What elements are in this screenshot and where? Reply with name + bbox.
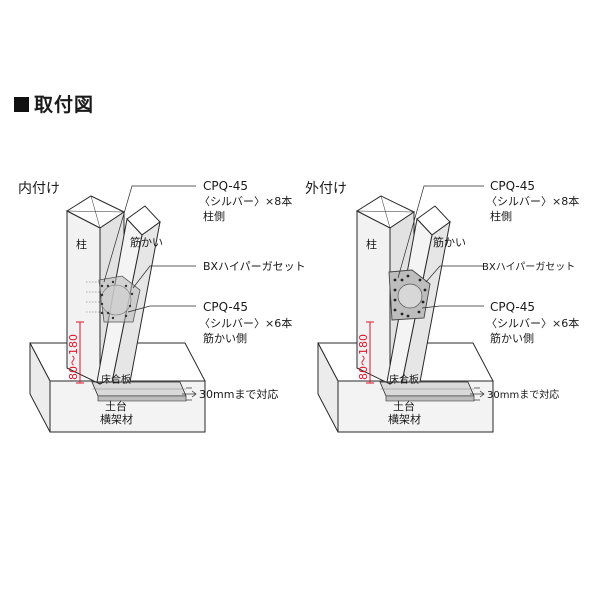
screw-top-spec: 〈シルバー〉×8本 bbox=[486, 194, 579, 208]
screw-bottom-side: 筋かい側 bbox=[490, 331, 534, 345]
page-title-text: 取付図 bbox=[34, 94, 95, 116]
inner-mount-heading: 内付け bbox=[18, 181, 60, 197]
gusset-plate bbox=[86, 275, 141, 323]
diagram-inner-mount: 内付け bbox=[18, 179, 306, 433]
sill-label-2: 横架材 bbox=[100, 412, 133, 426]
clearance-label: 30mmまで対応 bbox=[487, 388, 559, 401]
post-label: 柱 bbox=[366, 237, 377, 251]
screw-bottom-side: 筋かい側 bbox=[203, 331, 247, 345]
outer-mount-heading: 外付け bbox=[305, 181, 347, 197]
dimension-marker: 80～180 bbox=[357, 321, 374, 384]
sill-label-2: 横架材 bbox=[388, 412, 421, 426]
sill-label-1: 土台 bbox=[105, 399, 127, 413]
page-title: 取付図 bbox=[14, 90, 94, 117]
dimension-label: 80～180 bbox=[357, 334, 370, 380]
gusset-label: BXハイパーガセット bbox=[203, 260, 306, 273]
screw-top-spec: 〈シルバー〉×8本 bbox=[199, 194, 292, 208]
post-label: 柱 bbox=[76, 237, 87, 251]
dimension-marker: 80～180 bbox=[67, 321, 84, 384]
floor-label: 床合板 bbox=[101, 373, 131, 386]
screw-top-side: 柱側 bbox=[490, 209, 512, 223]
screw-bottom-spec: 〈シルバー〉×6本 bbox=[486, 316, 579, 330]
screw-bottom-spec: 〈シルバー〉×6本 bbox=[199, 316, 292, 330]
brace-label: 筋かい bbox=[130, 235, 163, 249]
gusset-label: BXハイパーガセット bbox=[482, 261, 575, 273]
brace-label: 筋かい bbox=[433, 235, 466, 249]
title-square-icon bbox=[14, 97, 29, 112]
dimension-label: 80～180 bbox=[67, 334, 80, 380]
screw-top-model: CPQ-45 bbox=[490, 179, 535, 193]
screw-bottom-model: CPQ-45 bbox=[490, 300, 535, 314]
clearance-label: 30mmまで対応 bbox=[199, 387, 278, 401]
screw-bottom-model: CPQ-45 bbox=[203, 300, 248, 314]
screw-top-model: CPQ-45 bbox=[203, 179, 248, 193]
gusset-plate bbox=[388, 269, 431, 321]
sill-label-1: 土台 bbox=[393, 399, 415, 413]
screw-top-side: 柱側 bbox=[203, 209, 225, 223]
diagram-outer-mount: 外付け bbox=[305, 179, 579, 433]
floor-label: 床合板 bbox=[389, 373, 419, 386]
